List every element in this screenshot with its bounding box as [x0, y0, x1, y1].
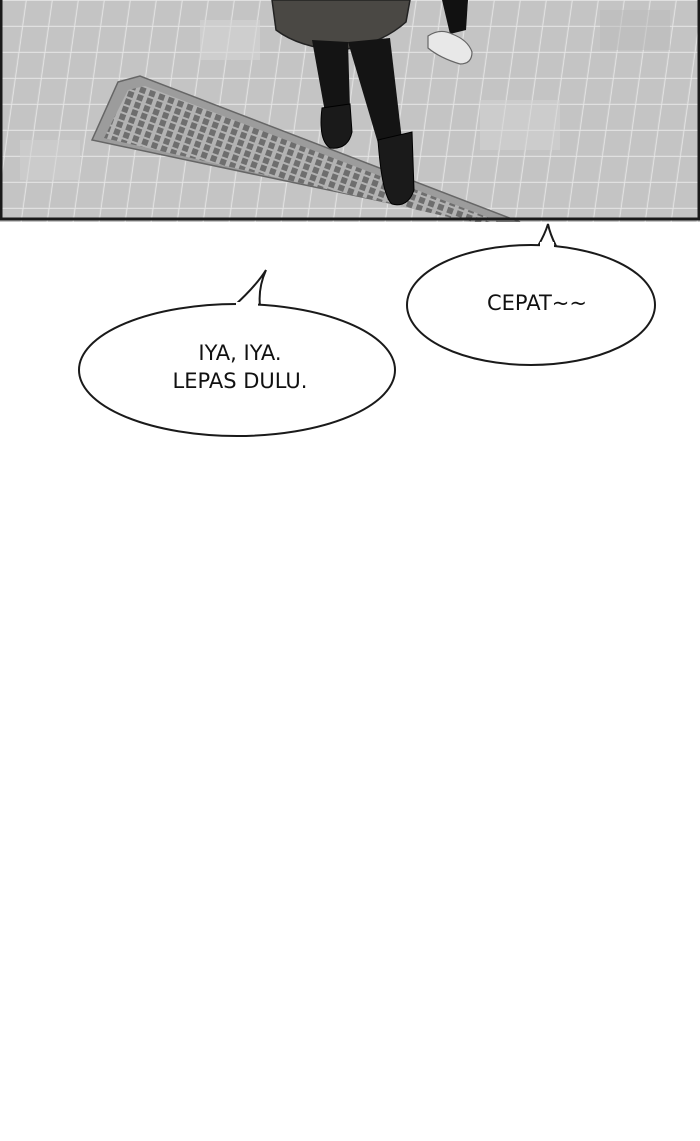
speech-bubble-left [78, 269, 396, 437]
left-leg [312, 40, 350, 118]
speech-bubble-right [406, 223, 656, 366]
right-shoe [377, 131, 415, 206]
comic-panel-floor-scene [0, 0, 700, 222]
speech-bubble-left-text: IYA, IYA. LEPAS DULU. [172, 341, 308, 393]
second-person-leg [442, 0, 468, 34]
left-shoe [320, 103, 353, 149]
second-person-sneaker [427, 30, 473, 65]
blank-gutter [0, 462, 700, 1141]
right-leg [348, 38, 402, 150]
panel-border [0, 0, 700, 221]
speech-bubbles [78, 223, 656, 437]
speech-bubble-right-text: CEPAT~~ [486, 291, 587, 315]
